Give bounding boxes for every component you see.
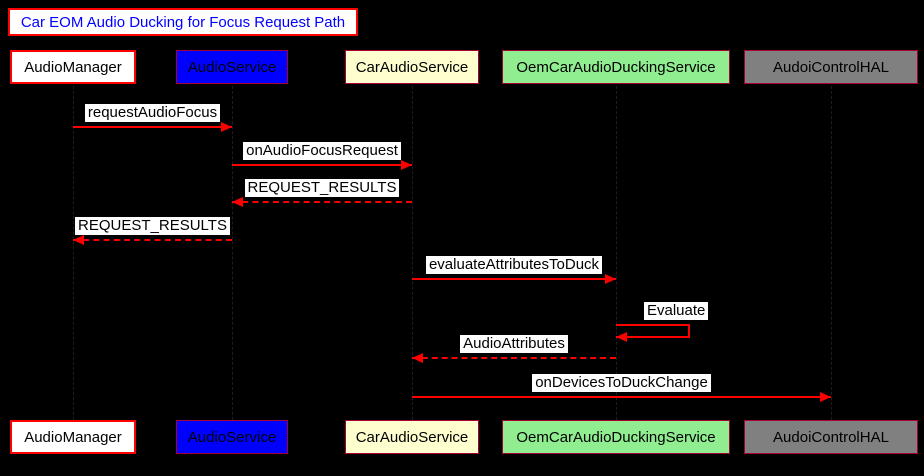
message-arrow	[73, 235, 232, 245]
message-evaluate-self: Evaluate	[616, 302, 726, 342]
message-label: evaluateAttributesToDuck	[425, 256, 603, 274]
message-label: REQUEST_RESULTS	[75, 217, 230, 235]
message-label: AudioAttributes	[460, 335, 568, 353]
message-arrow	[412, 274, 616, 284]
diagram-title: Car EOM Audio Ducking for Focus Request …	[8, 8, 358, 36]
message-arrow	[412, 353, 616, 363]
arrowhead-left-icon	[73, 235, 84, 245]
participant-audio-service-top: AudioService	[176, 50, 288, 84]
participant-audio-manager-bottom: AudioManager	[10, 420, 136, 454]
message-arrow	[232, 197, 412, 207]
message-arrow	[412, 392, 831, 402]
message-on-devices-to-duck-change: onDevicesToDuckChange	[412, 374, 831, 402]
lifeline-audioservice	[232, 86, 233, 420]
arrowhead-left-icon	[412, 353, 423, 363]
self-message-arrow	[688, 324, 690, 338]
lifeline-audiomanager	[73, 86, 74, 420]
message-request-results-2: REQUEST_RESULTS	[73, 217, 232, 245]
arrowhead-right-icon	[605, 274, 616, 284]
participant-audio-control-hal-top: AudoiControlHAL	[744, 50, 918, 84]
lifeline-oemcaraudioduckingservice	[616, 86, 617, 420]
arrowhead-right-icon	[401, 160, 412, 170]
message-label: onDevicesToDuckChange	[532, 374, 711, 392]
lifeline-audiocontrolhal	[831, 86, 832, 420]
message-label: requestAudioFocus	[84, 104, 221, 122]
arrowhead-right-icon	[221, 122, 232, 132]
participant-oem-car-audio-ducking-service-top: OemCarAudioDuckingService	[502, 50, 730, 84]
message-arrow	[73, 122, 232, 132]
message-on-audio-focus-request: onAudioFocusRequest	[232, 142, 412, 170]
participant-audio-control-hal-bottom: AudoiControlHAL	[744, 420, 918, 454]
message-label: Evaluate	[644, 302, 709, 320]
lifeline-caraudioservice	[412, 86, 413, 420]
message-audio-attributes: AudioAttributes	[412, 335, 616, 363]
self-message-arrow	[616, 332, 688, 342]
arrowhead-left-icon	[232, 197, 243, 207]
message-arrow	[232, 160, 412, 170]
participant-oem-car-audio-ducking-service-bottom: OemCarAudioDuckingService	[502, 420, 730, 454]
arrowhead-left-icon	[616, 332, 627, 342]
self-message-arrow	[616, 324, 688, 326]
participant-car-audio-service-bottom: CarAudioService	[345, 420, 479, 454]
participant-audio-manager-top: AudioManager	[10, 50, 136, 84]
participant-car-audio-service-top: CarAudioService	[345, 50, 479, 84]
message-label: onAudioFocusRequest	[243, 142, 401, 160]
message-label: REQUEST_RESULTS	[244, 179, 400, 197]
message-evaluate-attributes-to-duck: evaluateAttributesToDuck	[412, 256, 616, 284]
message-request-audio-focus: requestAudioFocus	[73, 104, 232, 132]
arrowhead-right-icon	[820, 392, 831, 402]
message-request-results-1: REQUEST_RESULTS	[232, 179, 412, 207]
participant-audio-service-bottom: AudioService	[176, 420, 288, 454]
